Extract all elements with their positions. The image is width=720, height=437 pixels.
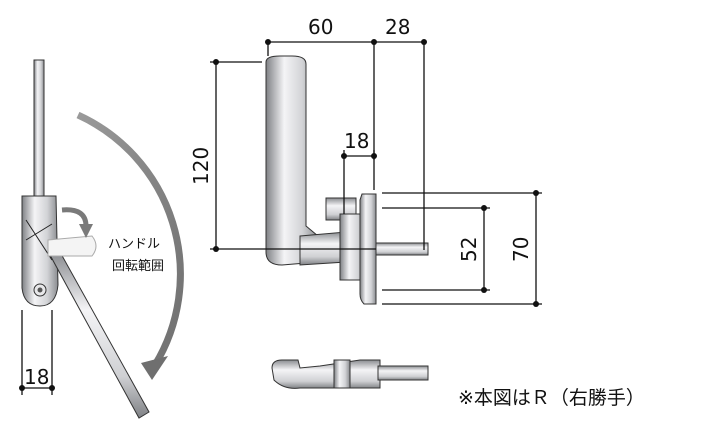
dimension-pitch-52: 52 xyxy=(457,237,481,262)
spindle xyxy=(375,242,429,256)
bottom-plate xyxy=(377,365,429,381)
dimension-depth-28: 28 xyxy=(385,15,410,39)
rotation-arrowhead xyxy=(141,356,168,380)
rotation-label-line2: 回転範囲 xyxy=(112,259,164,274)
bottom-view xyxy=(271,359,429,389)
dimension-plate-70: 70 xyxy=(509,237,533,262)
dimension-height-120: 120 xyxy=(189,147,213,185)
orientation-note: ※本図はＲ（右勝手） xyxy=(458,387,645,409)
front-view: 60 28 120 18 52 70 xyxy=(189,15,542,307)
small-rotation-arrow xyxy=(61,207,89,227)
handle-lever-closed xyxy=(33,59,45,211)
handle-base xyxy=(21,195,59,307)
dimension-side-18: 18 xyxy=(24,365,49,389)
handle-lever-ghost xyxy=(47,235,97,257)
rotation-arc xyxy=(76,111,184,367)
handle-lever-open xyxy=(49,251,150,419)
bottom-hub xyxy=(333,359,351,389)
rotation-label-line1: ハンドル xyxy=(108,237,160,252)
dimension-width-60: 60 xyxy=(308,15,333,39)
front-handle-lever xyxy=(265,55,319,266)
side-view: ハンドル 回転範囲 18 xyxy=(19,59,184,419)
dimension-front-18: 18 xyxy=(344,129,369,153)
bottom-handle xyxy=(271,359,381,389)
